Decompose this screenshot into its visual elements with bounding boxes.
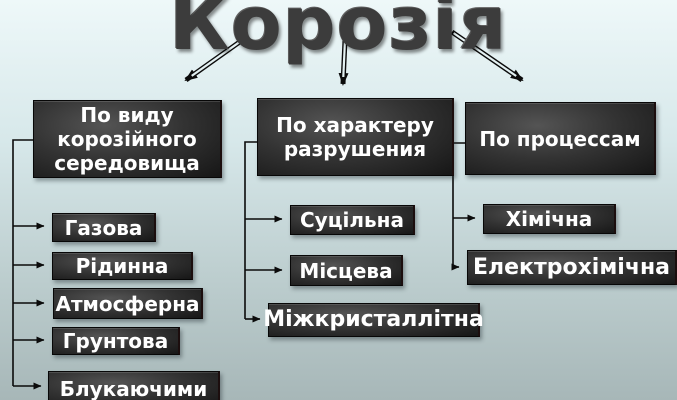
item-label: Атмосферна [55,291,200,316]
header-box-destruction-nature: По характеру разрушения [257,98,454,176]
header-label: По характеру разрушения [276,113,434,161]
item-box-gruntova: Грунтова [52,327,180,355]
item-label: Газова [64,215,143,240]
header-box-processes: По процессам [465,102,656,175]
item-box-khimichna: Хімічна [483,204,616,234]
item-label: Рідинна [75,254,169,278]
item-label: Грунтова [62,329,169,353]
header-box-corrosive-environment: По виду корозійного середовища [33,100,222,178]
item-box-mistseva: Місцева [290,255,403,286]
item-box-blukayuchymy: Блукаючими [48,371,220,400]
item-box-gazova: Газова [52,213,156,242]
item-box-mizhkrystallitna: Міжкристаллітна [263,303,484,337]
item-label: Хімічна [505,207,593,231]
item-label: Суцільна [299,208,404,232]
item-label: Електрохімічна [472,254,670,280]
item-label: Місцева [299,258,393,283]
header-label: По процессам [479,126,641,151]
header-label: По виду корозійного середовища [54,103,200,175]
item-box-ridynna: Рідинна [52,252,193,280]
item-box-sutsilna: Суцільна [290,205,415,235]
item-box-atmosferna: Атмосферна [53,288,203,319]
item-label: Міжкристаллітна [263,307,484,332]
item-box-elektrokhimichna: Електрохімічна [467,250,677,285]
item-label: Блукаючими [59,377,208,400]
slide-title: Корозія [169,0,508,67]
